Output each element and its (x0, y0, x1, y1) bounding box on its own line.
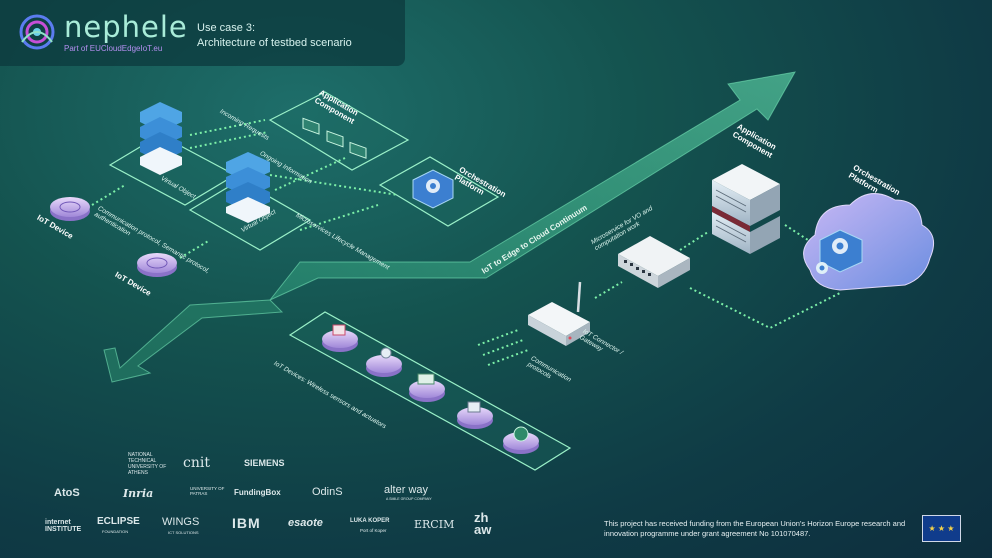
sensor-disk-icon (409, 373, 445, 402)
zhaw-logo: zh aw (474, 510, 492, 537)
odins-logo: OdinS (312, 486, 343, 498)
ibm-logo: IBM (232, 515, 261, 531)
luka-koper-logo: LUKA KOPER (350, 518, 390, 524)
esaote-logo: esaote (288, 517, 323, 529)
sensor-disk-icon (322, 324, 358, 352)
patras-logo: UNIVERSITY OF PATRAS (190, 486, 225, 496)
ntua-logo: NATIONAL TECHNICAL UNIVERSITY OF ATHENS (128, 452, 167, 476)
wings-sub: ICT SOLUTIONS (168, 530, 199, 535)
siemens-logo: SIEMENS (244, 458, 285, 468)
iot-device-disk-icon (137, 253, 177, 277)
atos-logo: AtoS (54, 487, 80, 499)
continuum-arrow-up (269, 71, 796, 301)
orchestration-panel-left (378, 156, 500, 227)
application-server-icon (712, 164, 780, 254)
application-component-panel (268, 91, 410, 171)
cnit-logo: cnit (183, 455, 210, 471)
continuum-arrow-down (103, 299, 284, 383)
wings-logo: WINGS (162, 516, 200, 528)
eclipse-sub: FOUNDATION (102, 529, 129, 534)
dotted-connectors-left (91, 119, 399, 259)
gateway-router-icon (528, 281, 590, 346)
eu-flag-icon: ★ ★ ★ (922, 515, 961, 542)
eclipse-logo: ECLIPSE (97, 516, 140, 527)
use-case-label: Use case 3: (197, 22, 256, 34)
iot-device-disk-icon (50, 197, 90, 221)
header-panel: nephele Part of EUCloudEdgeIoT.eu Use ca… (0, 0, 405, 66)
sensor-disk-icon (366, 347, 402, 377)
luka-koper-sub: Port of Koper (360, 528, 387, 533)
server-stack-icon (226, 152, 270, 223)
edge-device-icon (618, 236, 690, 288)
alterway-sub: A SMILE GROUP COMPANY (386, 497, 432, 501)
sensor-disk-icon (503, 426, 539, 454)
use-case-title: Architecture of testbed scenario (197, 37, 352, 49)
server-stack-icon (140, 102, 182, 175)
funding-statement: This project has received funding from t… (604, 519, 906, 538)
brand-name: nephele (64, 10, 188, 44)
internet-institute-logo: internet INSTITUTE (45, 519, 82, 533)
ercim-logo: ERCIM (414, 518, 455, 531)
alterway-logo: alter way (384, 484, 429, 496)
fundingbox-logo: FundingBox (234, 488, 281, 497)
sensor-disk-icon (457, 401, 493, 429)
cloud-orchestration-icon (803, 193, 935, 291)
brand-subtitle: Part of EUCloudEdgeIoT.eu (64, 44, 163, 53)
dotted-connectors-right (477, 224, 841, 366)
page-title: Use case 3: Architecture of testbed scen… (197, 21, 352, 51)
nephele-logo-icon (19, 14, 55, 50)
inria-logo: Inria (123, 487, 154, 500)
